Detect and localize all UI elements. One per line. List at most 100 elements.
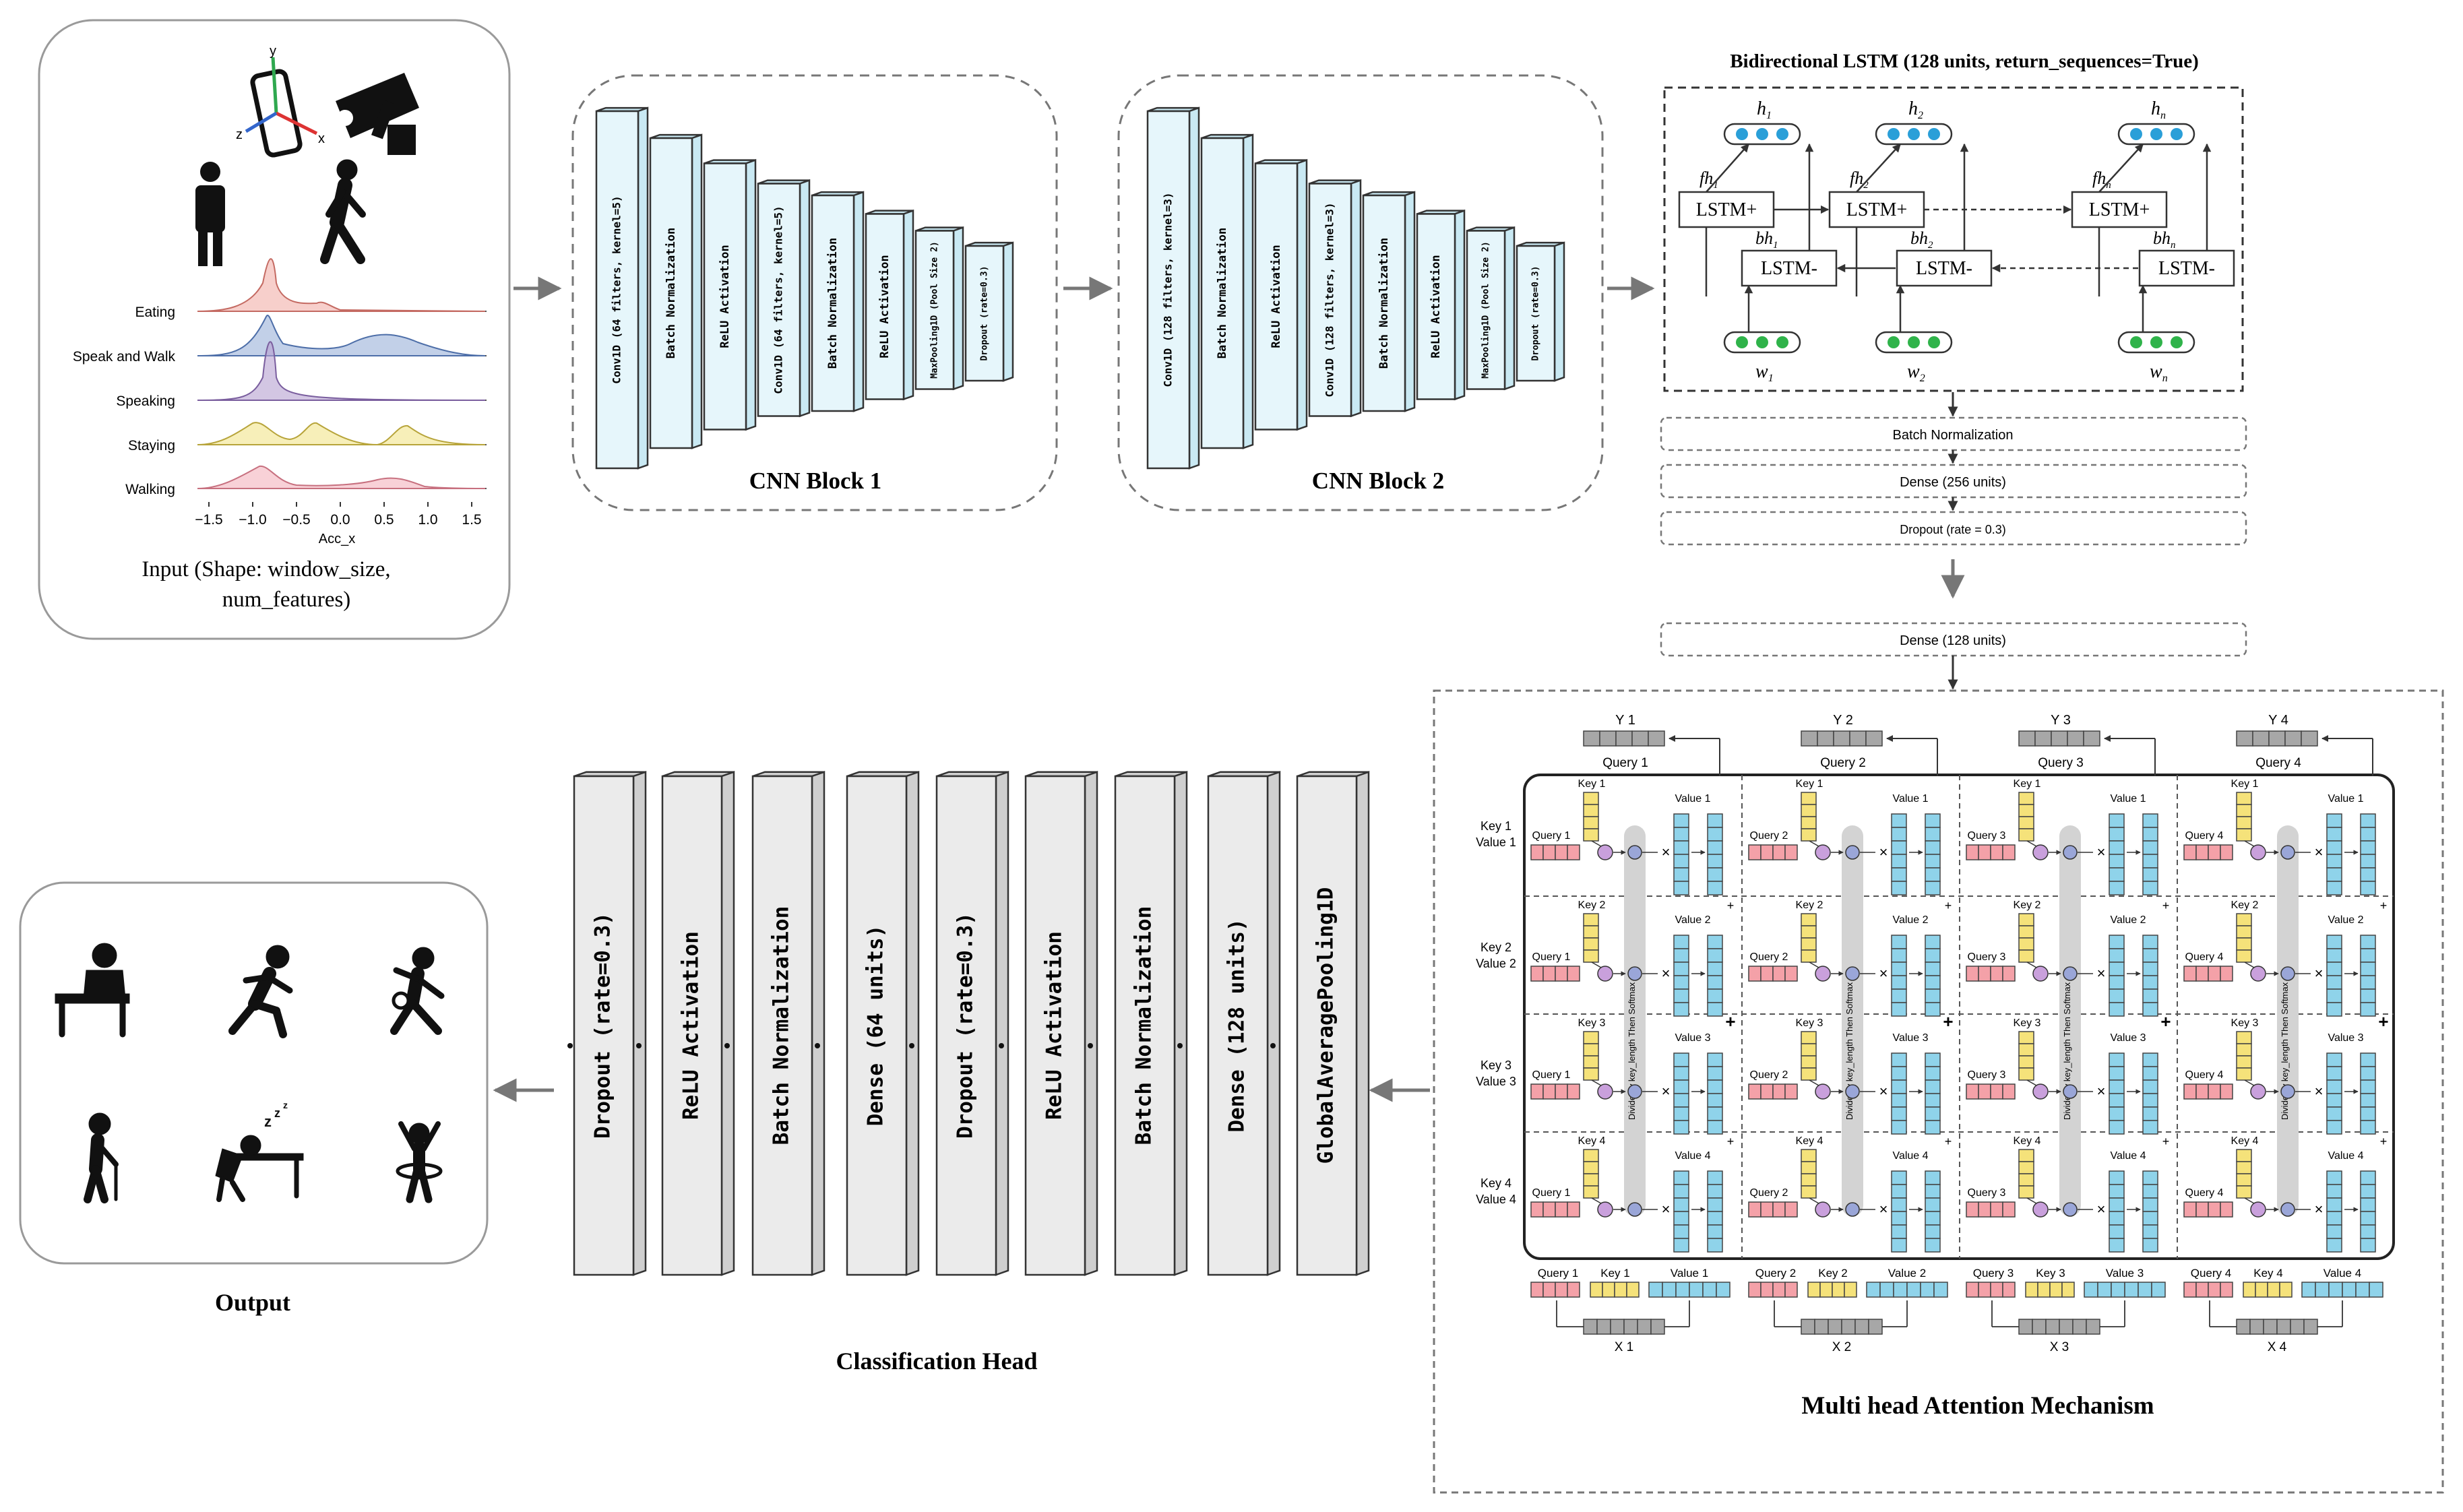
- lstm-backward-cell: [1741, 249, 1838, 287]
- layer-label: Batch Normalization: [664, 228, 678, 358]
- cnn-layer: Batch Normalization: [1200, 133, 1254, 449]
- classifier-layer: GlobalAveragePooling1D: [1296, 770, 1370, 1276]
- output-state-dot: [1908, 128, 1920, 140]
- value-label: Value 4: [1892, 1150, 1928, 1162]
- softmax-label: Divide by key_length Then Softmax: [1844, 982, 1854, 1120]
- softmax-bar: [2059, 825, 2081, 1216]
- input-word-dot: [1756, 336, 1768, 348]
- output-state-dot: [2150, 128, 2162, 140]
- head-input-label: X 2: [1832, 1340, 1852, 1354]
- softmax-label: Divide by key_length Then Softmax: [2062, 982, 2072, 1120]
- key-label: Key 4: [2231, 1135, 2259, 1147]
- row-value-label: Value 4: [1476, 1193, 1516, 1206]
- bottom-query-label: Query 4: [2191, 1267, 2231, 1280]
- x-axis-label: Acc_x: [319, 532, 355, 546]
- sum-sign: +: [2162, 899, 2170, 912]
- bottom-value-label: Value 3: [2106, 1267, 2144, 1280]
- layer-label: Batch Normalization: [1377, 238, 1391, 369]
- bottom-value-label: Value 4: [2324, 1267, 2361, 1280]
- bottom-value-label: Value 2: [1888, 1267, 1926, 1280]
- layer-label: GlobalAveragePooling1D: [1314, 887, 1338, 1164]
- sum-sign: +: [1727, 1135, 1735, 1148]
- key-label: Key 3: [1796, 1017, 1823, 1029]
- row-key-label: Key 2: [1480, 941, 1511, 954]
- head-query-title: Query 4: [2255, 756, 2301, 770]
- cnn-block-1-title: CNN Block 1: [749, 468, 881, 494]
- similarity-node: [2250, 966, 2266, 982]
- class-label-staying: Staying: [128, 438, 175, 453]
- classifier-layer: Dropout (rate=0.3): [935, 770, 1009, 1276]
- multiply-sign: ×: [1879, 844, 1888, 860]
- x-tick-label: −1.0: [239, 512, 266, 528]
- key-label: Key 2: [2231, 900, 2259, 911]
- cnn-layer: Conv1D (64 filters, kernel=5): [595, 106, 649, 470]
- head-output-label: Y 3: [2051, 713, 2071, 728]
- lstm-backward-label: LSTM-: [1761, 258, 1817, 279]
- density-speaking: [197, 341, 486, 401]
- output-state-dot: [2130, 128, 2142, 140]
- svg-text:z: z: [274, 1106, 280, 1120]
- input-title-line2: num_features): [222, 588, 351, 612]
- cnn-layer: Dropout (rate=0.3): [1516, 241, 1565, 382]
- classifier-layer: ReLU Activation: [661, 770, 735, 1276]
- output-state-dot: [1736, 128, 1748, 140]
- query-label: Query 3: [1968, 951, 2006, 963]
- similarity-node: [1815, 1201, 1831, 1218]
- head-output-label: Y 4: [2268, 713, 2288, 728]
- value-label: Value 3: [1892, 1032, 1928, 1044]
- query-label: Query 4: [2185, 830, 2224, 842]
- value-label: Value 1: [2328, 793, 2363, 805]
- bottom-query-label: Query 3: [1973, 1267, 2014, 1280]
- dense256-label: Dense (256 units): [1900, 475, 2006, 490]
- svg-text:z: z: [264, 1113, 272, 1130]
- attention-title: Multi head Attention Mechanism: [1801, 1392, 2154, 1420]
- axis-y-label: y: [270, 44, 276, 59]
- dense-stack: Batch Normalization Dense (256 units) Dr…: [1660, 392, 2247, 690]
- sum-sign: +: [2378, 1011, 2388, 1032]
- density-walking: [197, 465, 486, 489]
- class-label-walking: Walking: [125, 482, 175, 497]
- multiply-sign: ×: [1662, 844, 1671, 860]
- cnn-layer: Batch Normalization: [811, 191, 865, 412]
- value-label: Value 2: [1892, 914, 1928, 926]
- multiply-sign: ×: [2097, 1083, 2106, 1100]
- output-title: Output: [215, 1289, 290, 1316]
- elder-walking-icon: [84, 1112, 119, 1203]
- input-word-dot: [2130, 336, 2142, 348]
- query-label: Query 1: [1532, 1187, 1571, 1199]
- layer-label: ReLU Activation: [718, 245, 732, 348]
- cnn-layer: ReLU Activation: [865, 209, 914, 401]
- output-state-dot: [1756, 128, 1768, 140]
- row-value-label: Value 1: [1476, 836, 1516, 849]
- bottom-query-label: Query 2: [1755, 1267, 1796, 1280]
- classification-head-title: Classification Head: [836, 1348, 1037, 1375]
- query-label: Query 4: [2185, 1069, 2224, 1081]
- similarity-node: [2250, 1083, 2266, 1100]
- security-camera-icon: [336, 73, 419, 155]
- sleeping-at-desk-icon: z z z: [215, 1100, 304, 1202]
- classifier-layer: Batch Normalization: [751, 770, 825, 1276]
- x-tick-label: −0.5: [282, 512, 310, 528]
- bottom-key-label: Key 3: [2036, 1267, 2065, 1280]
- output-state-dot: [1776, 128, 1788, 140]
- key-label: Key 2: [2014, 900, 2041, 911]
- layer-label: Dense (128 units): [1225, 918, 1249, 1132]
- sum-sign: +: [1945, 1135, 1952, 1148]
- eating-icon: [55, 943, 130, 1038]
- lstm-forward-label: LSTM+: [1696, 199, 1757, 220]
- standing-person-icon: [195, 162, 225, 266]
- ball-player-icon: [390, 947, 445, 1035]
- bottom-key-label: Key 2: [1818, 1267, 1847, 1280]
- class-label-speaking: Speaking: [116, 393, 175, 409]
- softmax-bar: [1624, 825, 1646, 1216]
- row-key-label: Key 1: [1480, 819, 1511, 833]
- multiply-sign: ×: [2097, 844, 2106, 860]
- similarity-node: [2032, 1083, 2049, 1100]
- layer-label: Conv1D (128 filters, kernel=3): [1162, 193, 1175, 387]
- output-state-dot: [1928, 128, 1940, 140]
- similarity-node: [2250, 844, 2266, 860]
- key-label: Key 3: [1578, 1017, 1606, 1029]
- input-word-dot: [2171, 336, 2183, 348]
- smartphone-icon: y x z: [236, 44, 325, 158]
